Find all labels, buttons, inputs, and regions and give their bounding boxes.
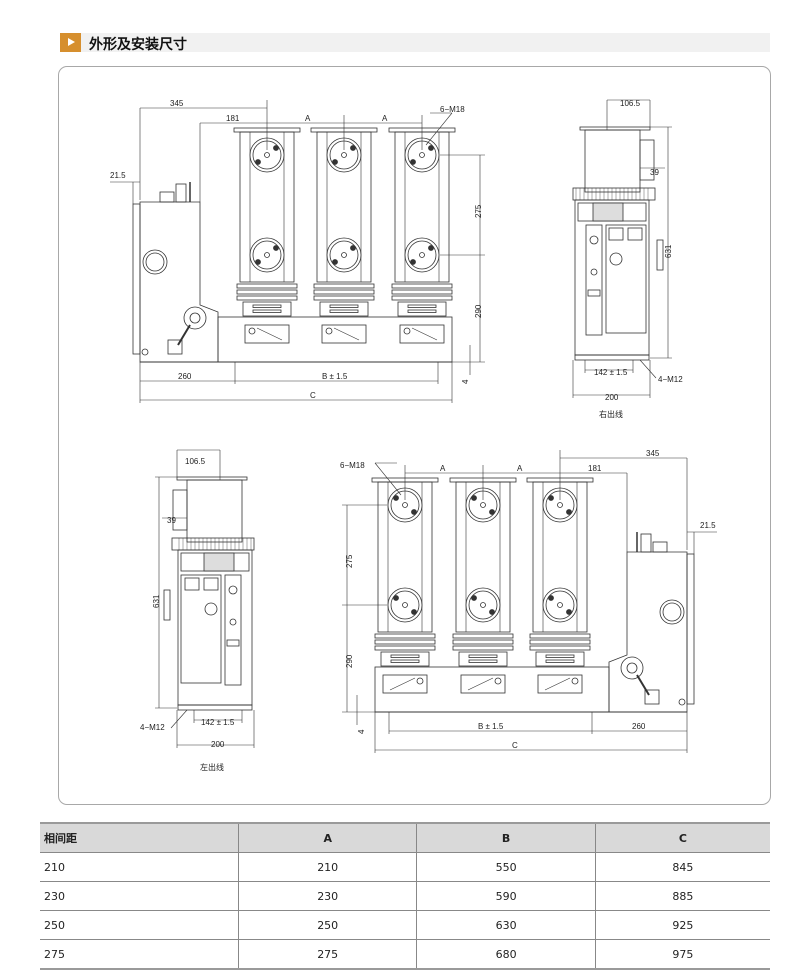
cell: 975 — [594, 939, 770, 970]
table-header-row: 相间距 A B C — [40, 822, 770, 853]
drawing-frame — [58, 66, 771, 805]
dim-142: 142 ± 1.5 — [594, 368, 628, 377]
dim-21-5: 21.5 — [110, 171, 126, 180]
cell: 885 — [594, 881, 770, 911]
cell: 250 — [237, 910, 417, 940]
caption-left-outlet: 左出线 — [200, 762, 224, 772]
dim-21-5: 21.5 — [700, 521, 716, 530]
caption-right-outlet: 右出线 — [599, 409, 623, 419]
cell: 550 — [416, 852, 596, 882]
col-a: A — [237, 822, 417, 853]
bolt-label: 6−M18 — [340, 461, 365, 470]
dim-631: 631 — [664, 244, 673, 258]
cell: 230 — [237, 881, 417, 911]
cell: 275 — [237, 939, 417, 970]
dim-39: 39 — [650, 168, 659, 177]
dim-c: C — [512, 741, 518, 750]
right-outlet-side-labels: 106.5 39 631 142 ± 1.5 4−M12 200 右出线 — [594, 99, 683, 419]
cell: 630 — [416, 910, 596, 940]
cell: 925 — [594, 910, 770, 940]
col-c: C — [594, 822, 770, 853]
col-b: B — [416, 822, 596, 853]
dim-260: 260 — [632, 722, 646, 731]
cell: 590 — [416, 881, 596, 911]
dim-106-5: 106.5 — [185, 457, 206, 466]
dim-c: C — [310, 391, 316, 400]
right-outlet-drawing — [110, 99, 672, 403]
dim-b: B ± 1.5 — [478, 722, 504, 731]
dim-4: 4 — [461, 379, 470, 384]
cell: 250 — [40, 910, 239, 940]
cell: 275 — [40, 939, 239, 970]
dim-290: 290 — [345, 654, 354, 668]
cell: 230 — [40, 881, 239, 911]
bolt-m12-label: 4−M12 — [140, 723, 165, 732]
dim-a: A — [517, 464, 523, 473]
col-phase-spacing: 相间距 — [40, 822, 239, 853]
bolt-m12-label: 4−M12 — [658, 375, 683, 384]
dim-345: 345 — [646, 449, 660, 458]
cell: 845 — [594, 852, 770, 882]
cell: 210 — [40, 852, 239, 882]
dim-a: A — [305, 114, 311, 123]
left-outlet-drawing — [155, 449, 717, 753]
left-outlet-front-labels: 345 181 A A 6−M18 21.5 275 290 4 260 B ±… — [340, 449, 716, 750]
section-header-bar — [60, 33, 770, 52]
left-outlet-side-labels: 106.5 39 631 142 ± 1.5 4−M12 200 左出线 — [140, 457, 235, 772]
dim-181: 181 — [226, 114, 240, 123]
dim-290: 290 — [474, 304, 483, 318]
dim-631: 631 — [152, 594, 161, 608]
section-title: 外形及安装尺寸 — [89, 37, 187, 53]
bolt-label: 6−M18 — [440, 105, 465, 114]
dim-b: B ± 1.5 — [322, 372, 348, 381]
dim-200: 200 — [605, 393, 619, 402]
dim-260: 260 — [178, 372, 192, 381]
play-triangle-icon — [60, 33, 81, 52]
dim-345: 345 — [170, 99, 184, 108]
dim-275: 275 — [345, 554, 354, 568]
dim-142: 142 ± 1.5 — [201, 718, 235, 727]
dim-200: 200 — [211, 740, 225, 749]
dim-4: 4 — [357, 729, 366, 734]
dim-106-5: 106.5 — [620, 99, 641, 108]
dim-a: A — [440, 464, 446, 473]
dim-39: 39 — [167, 516, 176, 525]
dim-a: A — [382, 114, 388, 123]
cell: 680 — [416, 939, 596, 970]
cell: 210 — [237, 852, 417, 882]
right-outlet-front-labels: 345 181 A A 6−M18 21.5 275 290 4 260 B ±… — [110, 99, 483, 400]
dim-275: 275 — [474, 204, 483, 218]
dim-181: 181 — [588, 464, 602, 473]
